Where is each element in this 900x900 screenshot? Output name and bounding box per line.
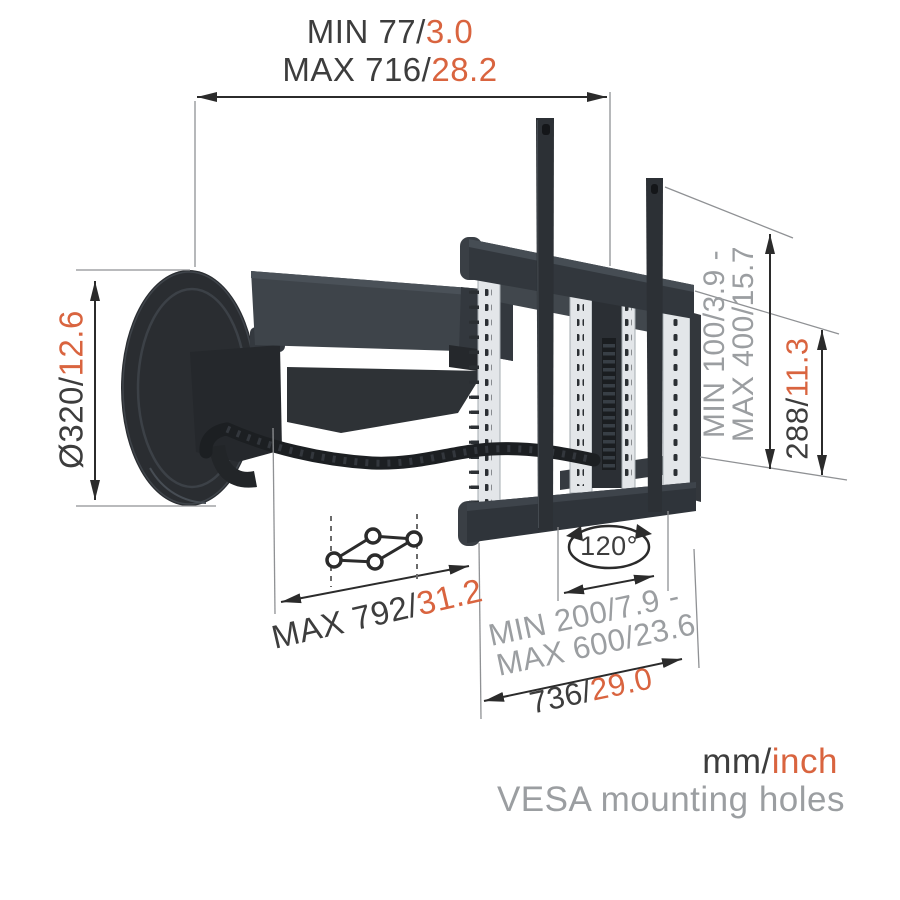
dimension-arrows <box>90 92 827 702</box>
tv-strip-near <box>536 118 554 530</box>
dim-depth-max-label: MAX 716/28.2 <box>282 51 498 88</box>
bottom-rail <box>458 482 696 546</box>
linkage-joint <box>366 553 384 571</box>
adjustment-rail-left <box>469 269 501 521</box>
arm-lower-panel <box>287 367 484 433</box>
dim-bracket-width-arrow <box>483 658 683 702</box>
rotate-left-icon <box>566 526 583 541</box>
tv-bracket-frame <box>199 118 701 546</box>
arm-upper-panel <box>251 271 513 361</box>
units-legend: mm/inch <box>702 742 838 781</box>
cable-guide <box>209 445 257 488</box>
vesa-note: VESA mounting holes <box>496 780 845 819</box>
swivel-angle-label: 120° <box>580 531 638 561</box>
adjustment-rail-mid2 <box>621 295 636 491</box>
linkage-joint <box>405 530 423 548</box>
swivel-indicator <box>566 524 652 570</box>
tv-strip-far <box>646 178 663 512</box>
dim-plate-diameter-label: Ø320/12.6 <box>52 310 90 469</box>
dim-bracket-height-label: 288/11.3 <box>779 337 815 460</box>
dim-vesa-horizontal-arrow <box>563 574 655 595</box>
rotate-right-icon <box>635 524 652 539</box>
linkage-joint <box>325 551 343 569</box>
dim-depth-min-label: MIN 77/3.0 <box>306 13 474 50</box>
top-rail <box>460 237 694 319</box>
reference-lines <box>76 92 848 720</box>
dim-vesa-vertical-label-2: MAX 400/15.7 <box>727 245 760 443</box>
dim-arm-reach-arrow <box>280 564 470 604</box>
dim-vesa-vertical-label-1: MIN 100/3.9 - <box>698 249 731 439</box>
frame-right-edge <box>690 312 701 502</box>
linkage-joint <box>364 527 382 545</box>
arm-linkage-schematic <box>325 514 423 587</box>
adjustment-rail-right <box>662 309 691 499</box>
